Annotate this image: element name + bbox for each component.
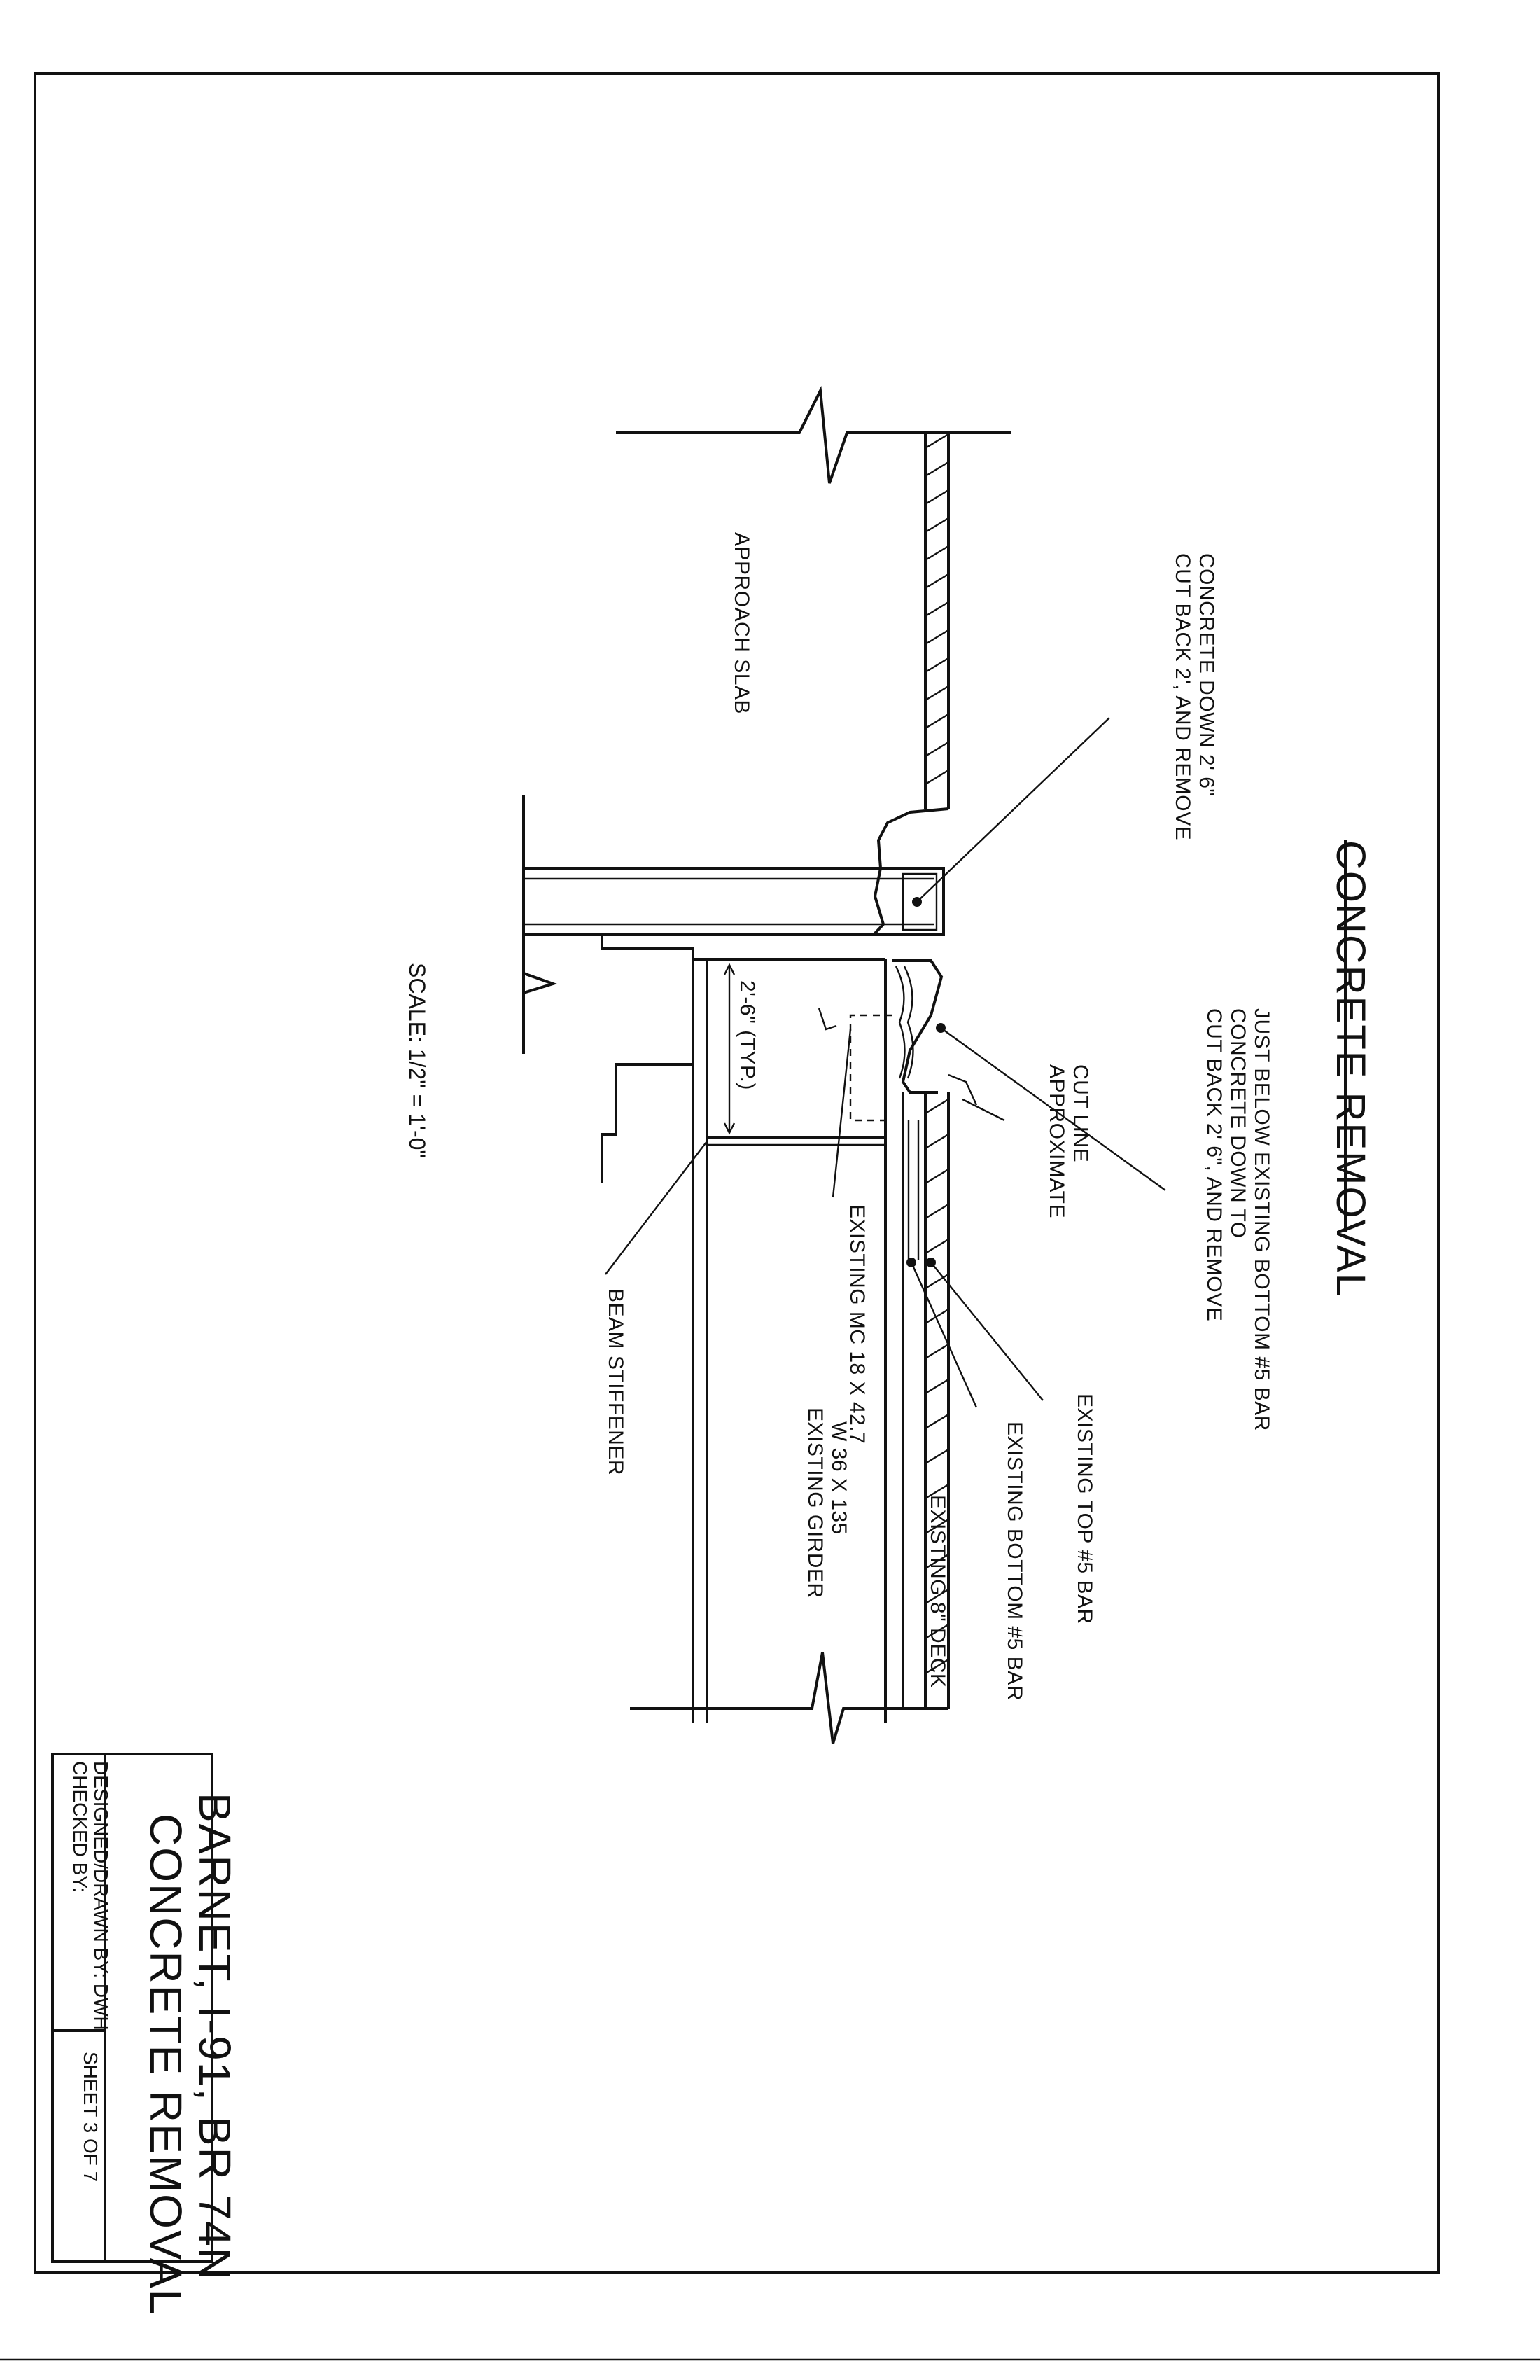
leader-cut-back-2: [916, 717, 1110, 903]
approach-slab-outline: [616, 385, 1011, 484]
leader-cut-back-26: [940, 1027, 1166, 1191]
abutment-step: [601, 935, 694, 1183]
leader-approx-cut: [962, 1098, 1005, 1122]
label-beam-stiffener: BEAM STIFFENER: [604, 1288, 627, 1475]
dimension-typ: [723, 963, 736, 1135]
title-block-designed: DESIGNED/DRAWN BY: DWH: [90, 1761, 112, 2031]
label-existing-girder: EXISTING GIRDER W 36 X 135: [804, 1407, 850, 1604]
title-block-checked: CHECKED BY:: [69, 1761, 91, 1893]
leader-stiffener: [605, 1141, 708, 1275]
removed-concrete-edge: [872, 807, 949, 936]
deck-removal-zone: [892, 959, 978, 1106]
label-dimension-typ: 2'-6" (TYP.): [736, 980, 759, 1090]
leader-top-bar: [930, 1262, 1044, 1401]
label-existing-top-bar: EXISTING TOP #5 BAR: [1073, 1393, 1096, 1624]
title-block-drawing: CONCRETE REMOVAL: [141, 1814, 191, 2316]
title-block-project: BARNET, I-91, BR 74N: [190, 1793, 240, 2281]
leader-bottom-bar: [910, 1262, 978, 1408]
title-block-sheet: SHEET 3 OF 7: [80, 2052, 102, 2182]
right-break-line: [630, 1652, 948, 1744]
scale-note: SCALE: 1/2" = 1'-0": [405, 963, 430, 1158]
label-approach-slab: APPROACH SLAB: [730, 532, 753, 714]
label-approx-cut: APPROXIMATE CUT LINE: [1045, 1064, 1092, 1225]
sheet-title: CONCRETE REMOVAL: [1328, 840, 1373, 1297]
existing-mc-channel: [818, 1008, 892, 1122]
label-cut-back-2: CUT BACK 2', AND REMOVE CONCRETE DOWN 2'…: [1171, 553, 1218, 847]
sheet-border: [34, 72, 1440, 2274]
leader-mc: [832, 1029, 852, 1198]
label-existing-deck: EXISTING 8" DECK: [926, 1495, 949, 1687]
label-existing-mc: EXISTING MC 18 X 42.7: [846, 1204, 869, 1444]
approach-slab-hatch: [924, 433, 950, 809]
title-block: [51, 1753, 214, 2263]
existing-deck: [884, 959, 950, 1709]
label-cut-back-26: CUT BACK 2' 6", AND REMOVE CONCRETE DOWN…: [1203, 1008, 1273, 1431]
backwall-rebar-cage: [902, 872, 938, 931]
section-drawing: [522, 385, 1166, 1744]
label-existing-bottom-bar: EXISTING BOTTOM #5 BAR: [1003, 1421, 1026, 1701]
